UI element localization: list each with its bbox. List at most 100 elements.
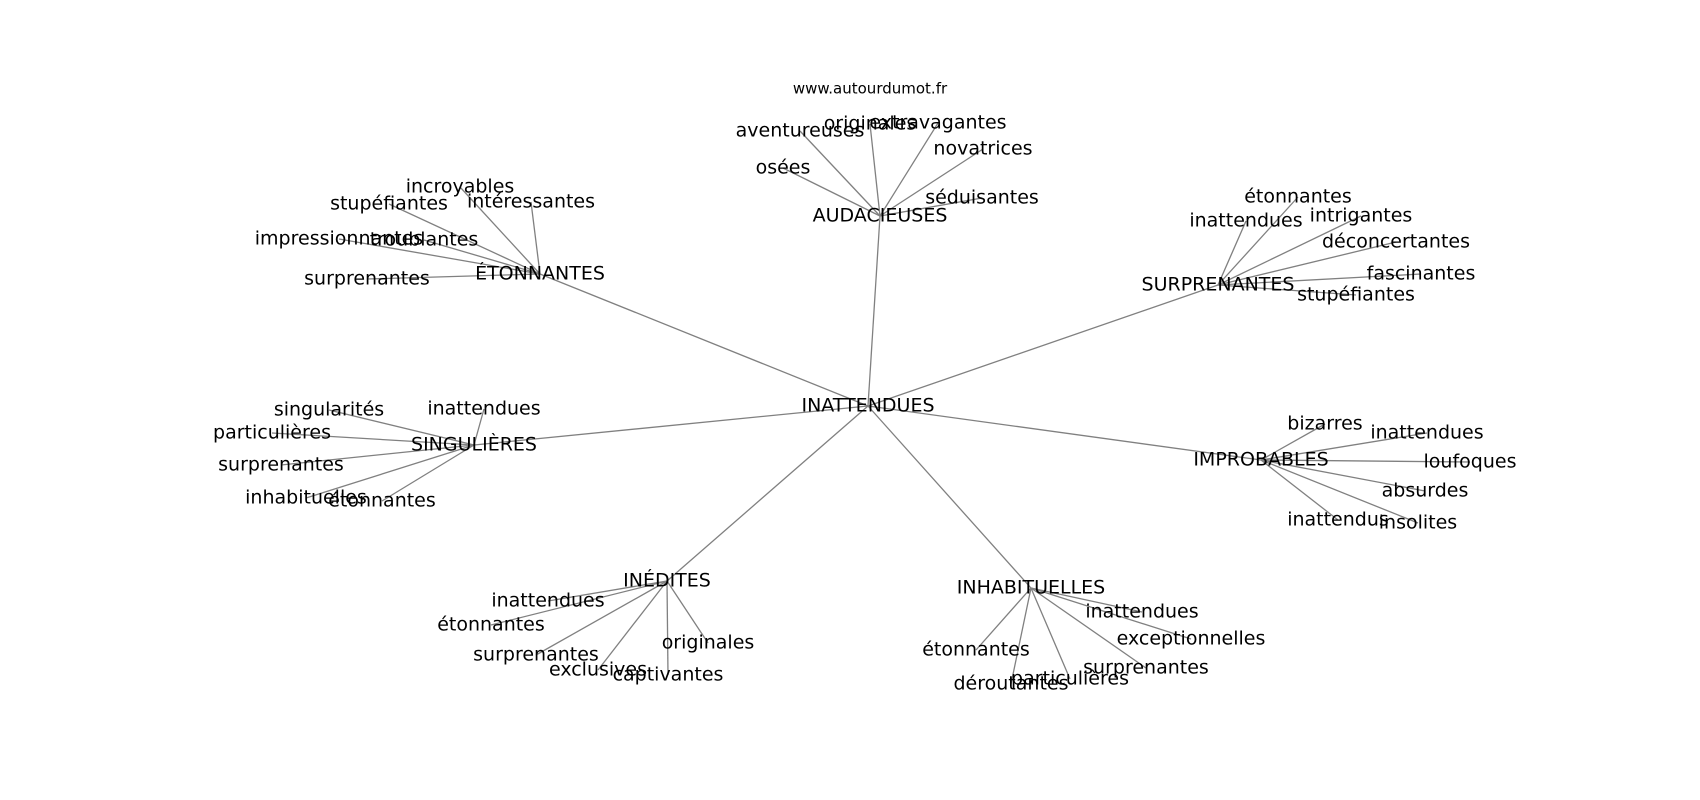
leaf-edge [1217, 220, 1247, 286]
leaf-node: inhabituelles [245, 487, 367, 509]
leaf-edge [1217, 284, 1357, 296]
leaf-edge [490, 580, 668, 626]
leaf-edge [666, 580, 669, 676]
leaf-node: fascinantes [1367, 263, 1476, 285]
leaf-edge [1217, 196, 1299, 286]
leaf-node: singularités [274, 399, 384, 421]
leaf-node: étonnantes [437, 614, 545, 636]
leaf-node: surprenantes [473, 644, 599, 666]
leaf-node: particulières [1011, 668, 1129, 690]
leaf-edge [879, 197, 983, 217]
leaf-edge [473, 408, 485, 446]
leaf-edge [666, 580, 709, 644]
leaf-node: surprenantes [304, 268, 430, 290]
leaf-node: inattendues [427, 398, 540, 420]
leaf-node: stupéfiantes [330, 193, 448, 215]
leaf-edge [1260, 459, 1339, 521]
leaf-node: loufoques [1424, 451, 1517, 473]
leaf-node: bizarres [1287, 413, 1362, 435]
leaf-node: exceptionnelles [1117, 628, 1266, 650]
leaf-edge [1260, 423, 1326, 461]
leaf-node: intéressantes [467, 191, 595, 213]
leaf-node: surprenantes [1083, 657, 1209, 679]
center-node: INATTENDUES [801, 395, 934, 417]
leaf-edge [547, 580, 668, 602]
leaf-edge [1030, 587, 1147, 669]
leaf-node: déroutantes [954, 673, 1069, 695]
leaf-node: troublantes [370, 229, 479, 251]
leaf-edge [1217, 273, 1422, 286]
source-credit: www.autourdumot.fr [793, 80, 948, 98]
leaf-node: insolites [1379, 512, 1457, 534]
leaf-node: incroyables [406, 176, 515, 198]
leaf-node: captivantes [613, 664, 724, 686]
leaf-node: novatrices [933, 138, 1032, 160]
leaf-edge [535, 580, 668, 656]
leaf-node: exclusives [549, 659, 647, 681]
leaf-edge [975, 587, 1032, 651]
leaf-edge [381, 444, 475, 502]
leaf-node: stupéfiantes [1297, 284, 1415, 306]
leaf-edge [879, 148, 984, 217]
leaf-edge [879, 122, 939, 217]
center-edge [539, 273, 869, 407]
hub-node: SURPRENANTES [1142, 274, 1295, 296]
leaf-node: particulières [213, 422, 331, 444]
leaf-edge [1030, 587, 1071, 680]
hub-node: ÉTONNANTES [475, 262, 605, 285]
edges [271, 122, 1471, 685]
leaf-node: aventureuses [736, 120, 865, 142]
leaf-node: inattendues [1085, 601, 1198, 623]
hub-node: AUDACIEUSES [813, 205, 948, 227]
leaf-edge [1030, 587, 1192, 640]
leaf-node: étonnantes [922, 639, 1030, 661]
leaf-node: inattendues [1189, 210, 1302, 232]
leaf-node: déconcertantes [1322, 231, 1470, 253]
leaf-edge [1260, 432, 1428, 461]
leaf-node: étonnantes [328, 490, 436, 512]
center-edge [867, 215, 881, 407]
leaf-edge [1260, 459, 1471, 463]
leaf-edge [869, 123, 881, 217]
leaf-node: intrigantes [1310, 205, 1413, 227]
leaf-edge [1030, 587, 1143, 613]
leaf-edge [1217, 215, 1362, 286]
leaf-edge [799, 130, 881, 217]
leaf-node: osées [756, 157, 811, 179]
leaf-node: absurdes [1382, 480, 1469, 502]
leaf-node: inattendues [1370, 422, 1483, 444]
hub-node: INÉDITES [623, 569, 711, 592]
leaf-edge [366, 273, 541, 280]
leaf-edge [328, 409, 475, 446]
center-edge [473, 405, 869, 446]
leaf-node: inattendus [1287, 509, 1389, 531]
leaf-node: originales [662, 632, 755, 654]
hub-node: IMPROBABLES [1193, 449, 1328, 471]
leaf-edge [459, 186, 541, 275]
leaf-node: originales [824, 113, 917, 135]
leaf-edge [1260, 459, 1426, 492]
center-edge [867, 405, 1032, 589]
center-edge [867, 284, 1219, 407]
leaf-node: inattendues [491, 590, 604, 612]
leaf-edge [782, 167, 881, 217]
leaf-edge [280, 444, 475, 466]
leaf-node: surprenantes [218, 454, 344, 476]
leaf-node: séduisantes [925, 187, 1039, 209]
leaf-edge [530, 201, 541, 275]
leaf-edge [1260, 459, 1419, 524]
hub-node: SINGULIÈRES [411, 433, 537, 456]
leaf-node: impressionnantes [255, 228, 423, 250]
leaf-edge [1010, 587, 1032, 685]
leaf-edge [1217, 241, 1397, 286]
center-edge [867, 405, 1262, 461]
leaf-edge [388, 203, 541, 275]
leaf-edge [423, 239, 541, 275]
leaf-edge [271, 432, 475, 446]
leaf-node: étonnantes [1244, 186, 1352, 208]
center-edge [666, 405, 869, 582]
leaf-edge [597, 580, 668, 671]
leaf-edge [338, 238, 541, 275]
